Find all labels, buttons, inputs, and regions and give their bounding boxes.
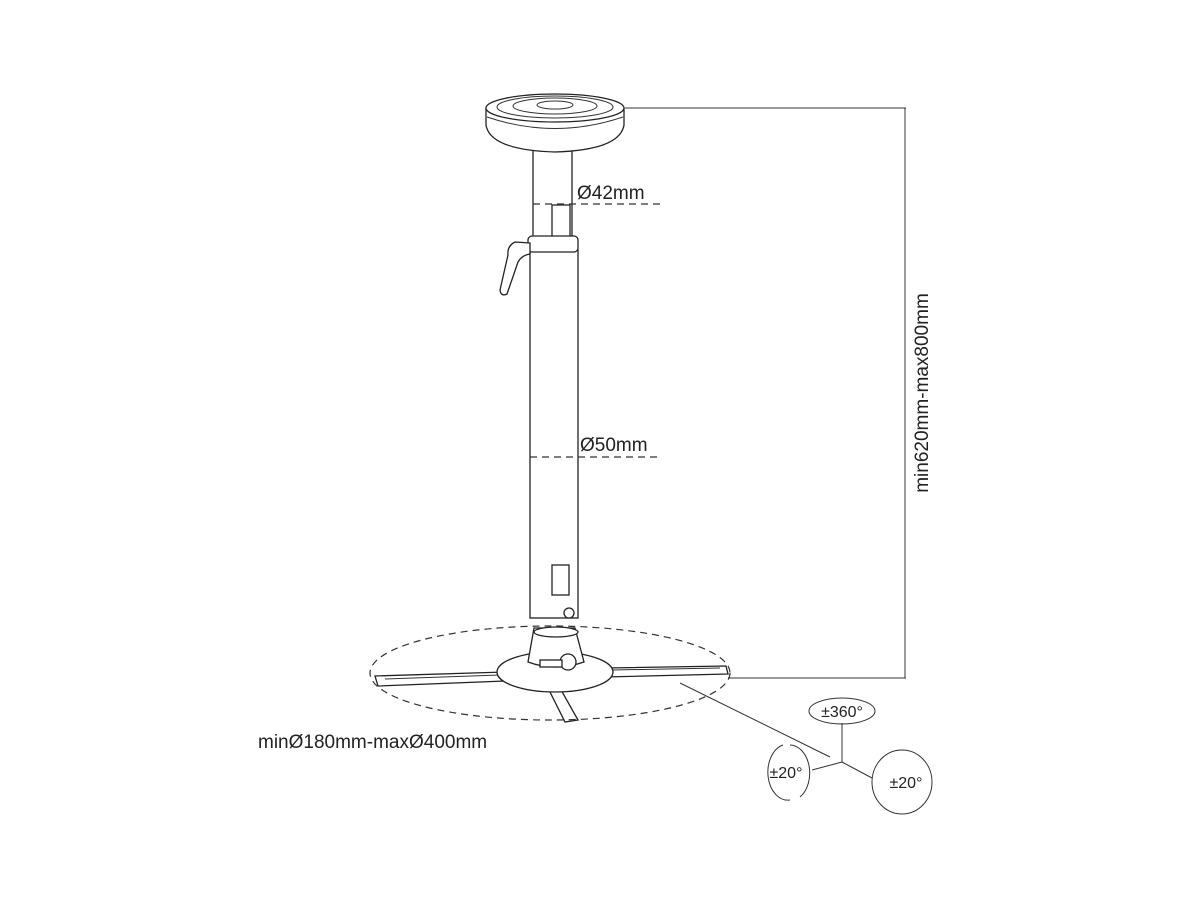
lower-tube bbox=[529, 249, 579, 619]
height-range-label: min620mm-max800mm bbox=[912, 293, 933, 493]
rotation-360-label: ±360° bbox=[821, 704, 863, 721]
tilt-right-label: ±20° bbox=[890, 775, 923, 792]
bracket-range-label: minØ180mm-maxØ400mm bbox=[258, 732, 487, 753]
bracket-range-marker bbox=[369, 625, 731, 721]
rotation-axes-icon bbox=[767, 697, 933, 815]
ceiling-plate bbox=[485, 93, 625, 153]
tilt-left-label: ±20° bbox=[770, 765, 803, 782]
height-dimension-lines bbox=[625, 107, 906, 679]
leader-line bbox=[679, 682, 831, 758]
lower-diameter-label: Ø50mm bbox=[580, 435, 648, 456]
clamp-collar bbox=[527, 235, 579, 253]
locking-handle-icon bbox=[499, 241, 531, 296]
upper-diameter-label: Ø42mm bbox=[577, 183, 645, 204]
projector-bracket bbox=[374, 626, 729, 723]
